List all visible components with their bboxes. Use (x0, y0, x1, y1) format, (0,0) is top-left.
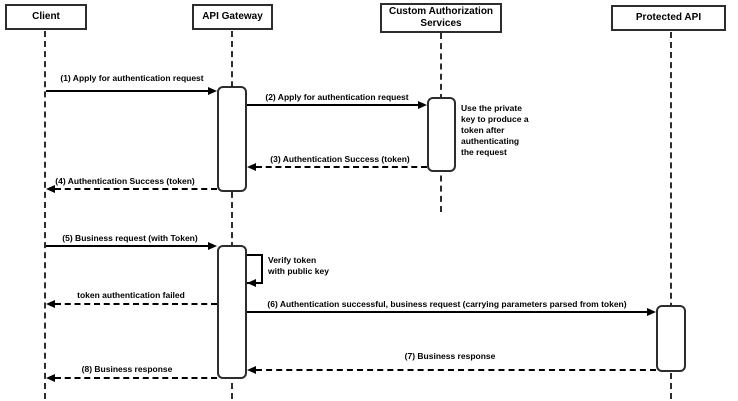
message-4-label: (4) Authentication Success (token) (55, 176, 195, 186)
message-1-arrowhead (208, 87, 217, 95)
lifeline-protected-api (670, 32, 672, 399)
self-message-label: Verify token with public key (268, 255, 329, 276)
message-token-failed-label: token authentication failed (77, 290, 185, 300)
lifeline-client (44, 31, 46, 399)
message-5-line (46, 245, 209, 247)
message-6-label: (6) Authentication successful, business … (267, 299, 627, 309)
activation-protected-api (656, 305, 686, 372)
message-2-arrowhead (418, 101, 427, 109)
actor-box-api-gateway: API Gateway (192, 4, 273, 30)
activation-custom-authorization-services (427, 97, 456, 172)
message-1-line (46, 90, 209, 92)
actor-label-protected-api: Protected API (635, 12, 702, 23)
message-8-label: (8) Business response (81, 364, 173, 374)
activation-api-gateway-1 (217, 86, 247, 192)
message-3-arrowhead (247, 163, 256, 171)
message-6-arrowhead (647, 308, 656, 316)
message-4-arrowhead (46, 185, 55, 193)
actor-box-custom-authorization-services: Custom Authorization Services (380, 3, 502, 33)
actor-box-client: Client (5, 4, 87, 30)
message-6-line (247, 311, 648, 313)
message-3-line (256, 166, 427, 168)
self-message-arrowhead (247, 279, 256, 287)
note-use-private-key: Use the private key to produce a token a… (461, 103, 529, 157)
message-token-failed-arrowhead (46, 300, 55, 308)
message-2-label: (2) Apply for authentication request (265, 92, 409, 102)
message-7-arrowhead (247, 366, 256, 374)
message-1-label: (1) Apply for authentication request (60, 73, 204, 83)
message-2-line (247, 104, 418, 106)
lifeline-api-gateway (231, 31, 233, 399)
message-3-label: (3) Authentication Success (token) (270, 154, 410, 164)
message-5-arrowhead (208, 242, 217, 250)
actor-label-api-gateway: API Gateway (202, 11, 263, 22)
message-5-label: (5) Business request (with Token) (62, 233, 198, 243)
message-8-arrowhead (46, 374, 55, 382)
actor-label-client: Client (32, 11, 60, 22)
message-7-label: (7) Business response (404, 351, 496, 361)
activation-api-gateway-2 (217, 245, 247, 379)
message-token-failed-line (55, 303, 217, 305)
message-8-line (55, 377, 217, 379)
message-4-line (55, 188, 217, 190)
message-7-line (256, 369, 656, 371)
actor-box-protected-api: Protected API (611, 5, 726, 31)
actor-label-custom-authorization-services: Custom Authorization Services (388, 6, 494, 29)
